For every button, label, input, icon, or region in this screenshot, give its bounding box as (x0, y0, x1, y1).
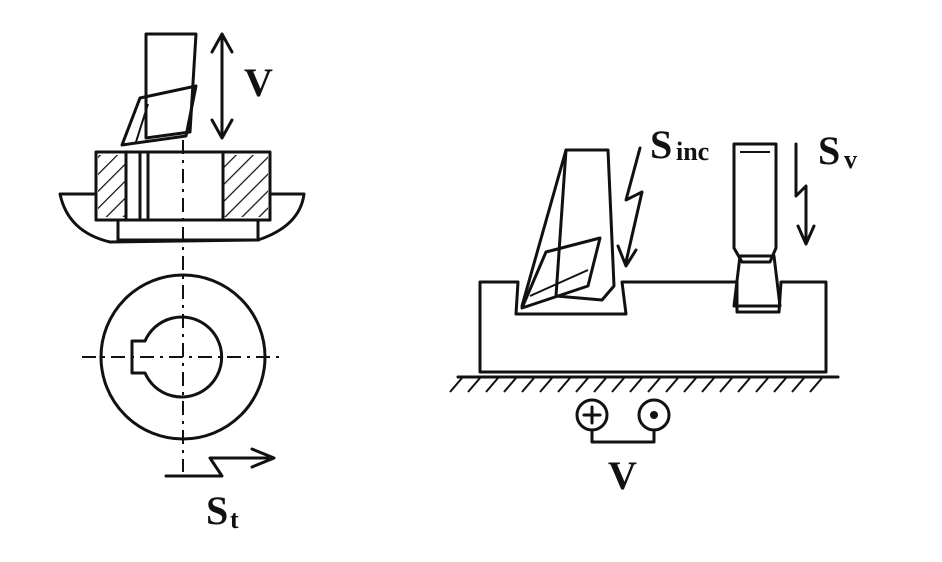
sinc-feed-arrow (616, 146, 644, 268)
left-cutting-tool (120, 32, 198, 147)
sinc-label-sub: inc (676, 137, 709, 166)
ground-hatch-tick (557, 377, 571, 393)
v-motion-arrow (210, 32, 234, 140)
ground-hatch-tick (791, 377, 805, 393)
ground-hatch-tick (539, 377, 553, 393)
ground-hatch-tick (719, 377, 733, 393)
sv-label-sub: v (844, 145, 857, 174)
hub-workpiece-section (94, 150, 272, 222)
sv-label-main: S (818, 128, 840, 173)
fixture-base (58, 192, 306, 244)
ground-hatch-tick (611, 377, 625, 393)
ground-hatch-tick (575, 377, 589, 393)
gear-blank-top-view (82, 273, 284, 441)
ground-hatch-tick (503, 377, 517, 393)
workpiece-block (478, 280, 828, 374)
ground-hatch-tick (773, 377, 787, 393)
st-feed-arrow (164, 447, 276, 478)
ground-hatch (449, 375, 840, 393)
ground-hatch-tick (647, 377, 661, 393)
ground-hatch-tick (521, 377, 535, 393)
ground-hatch-tick (755, 377, 769, 393)
st-label-sub: t (230, 505, 239, 534)
ground-hatch-tick (593, 377, 607, 393)
hub-hatch-left (98, 155, 126, 217)
right-diagram: S inc S v V (449, 122, 857, 498)
power-source (575, 398, 671, 444)
ground-hatch-tick (665, 377, 679, 393)
left-v-label: V (244, 60, 273, 105)
ground-hatch-tick (809, 377, 823, 393)
ground-hatch-tick (737, 377, 751, 393)
ground-hatch-tick (701, 377, 715, 393)
vertical-tool (732, 142, 782, 308)
ground-hatch-tick (449, 377, 463, 393)
ground-hatch-tick (629, 377, 643, 393)
bore-with-keyway (130, 315, 224, 399)
hub-hatch-right (223, 155, 268, 217)
ground-hatch-tick (485, 377, 499, 393)
inclined-tool (520, 148, 616, 310)
left-diagram: V S t (58, 32, 306, 534)
right-v-label: V (608, 453, 637, 498)
sv-feed-arrow (794, 142, 816, 246)
ground-hatch-tick (683, 377, 697, 393)
ground-hatch-tick (467, 377, 481, 393)
st-label-main: S (206, 488, 228, 533)
sinc-label-main: S (650, 122, 672, 167)
